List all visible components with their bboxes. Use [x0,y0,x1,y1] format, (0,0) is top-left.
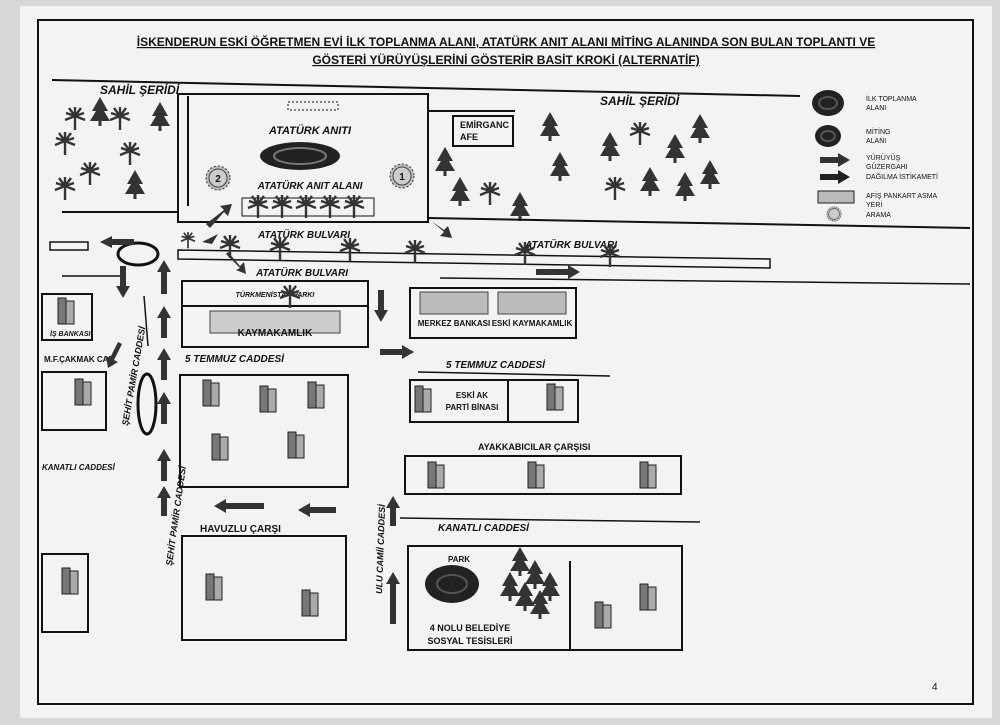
legend-miting-label-2: ALANI [866,138,886,145]
is-bankasi-block [41,293,93,341]
ulu-camii-label: ULU CAMİİ CADDESİ [374,504,387,594]
legend-miting-label-1: MİTİNG [866,127,891,136]
ilk-toplanma-marker [425,565,479,603]
bulvar-median [177,249,771,269]
marker-2-label: 2 [215,174,221,185]
ayakkabicilar-label: AYAKKABICILAR ÇARŞISI [478,442,590,452]
sahil-seridi-left: SAHİL ŞERİDİ [100,82,180,97]
kaymakamlik-block [181,280,369,348]
eski-kaymakamlik-label: ESKİ KAYMAKAMLIK [492,319,573,328]
roundabout-sehit-pamir [136,372,158,436]
marker-1-label: 1 [399,172,405,183]
sahil-seridi-right: SAHİL ŞERİDİ [600,93,680,108]
merkez-bankasi-block [409,287,577,339]
eski-ak-label-1: ESKİ AK [456,391,488,400]
legend-yuruyus-label-1: YÜRÜYÜŞ [866,154,901,162]
ataturk-aniti-label: ATATÜRK ANITI [268,124,352,137]
belediye-label-2: SOSYAL TESİSLERİ [427,636,512,646]
legend-arama-label: ARAMA [866,212,891,219]
kaymakamlik-building [209,310,341,334]
eski-ak-parti-block [409,379,579,423]
merkez-bankasi-building [419,291,489,315]
ataturk-bulvari-label-2: ATATÜRK BULVARI [524,238,617,251]
belediye-label-1: 4 NOLU BELEDİYE [430,623,511,633]
roundabout-top [116,241,160,267]
emirganc-label-1: EMİRGANC [460,120,509,130]
route-arrows [100,204,580,624]
title-line-1: İSKENDERUN ESKİ ÖĞRETMEN EVİ İLK TOPLANM… [137,34,875,49]
legend-dagilma-label: DAĞILMA İSTİKAMETİ [866,172,938,181]
kanatli-cad-right-label: KANATLI CADDESİ [438,521,530,534]
turkmenistan-parki-label: TÜRKMENİSTAN PARKI [236,290,316,299]
kaymakamlik-label: KAYMAKAMLIK [238,328,313,339]
mf-cakmak-label: M.F.ÇAKMAK CAD [44,355,114,364]
tree-cluster-left [53,97,170,202]
legend-toplanma: İLK TOPLANMA ALANI [812,90,917,116]
5-temmuz-label-1: 5 TEMMUZ CADDESİ [185,352,285,365]
legend: İLK TOPLANMA ALANI MİTİNG ALANI YÜRÜYÜŞ … [812,90,938,222]
park-label: PARK [448,555,470,564]
legend-toplanma-label-1: İLK TOPLANMA [866,94,917,103]
legend-yuruyus: YÜRÜYÜŞ GÜZERGAHI [820,153,908,171]
ataturk-anit-alani-label: ATATÜRK ANIT ALANI [257,179,363,192]
miting-area-marker [260,142,340,170]
eski-ak-label-2: PARTİ BİNASI [446,403,499,412]
legend-arama: ARAMA [826,206,891,222]
median-palms [180,231,196,250]
sketch-map: İSKENDERUN ESKİ ÖĞRETMEN EVİ İLK TOPLANM… [37,19,974,705]
park-trees [500,547,560,619]
afis-yeri-anit [287,101,339,111]
legend-yuruyus-label-2: GÜZERGAHI [866,163,908,171]
is-bankasi-label: İŞ BANKASI [50,330,92,338]
merkez-bankasi-label: MERKEZ BANKASI [418,319,490,328]
emirganc-label-2: AFE [460,132,478,142]
center-block [179,374,349,488]
ataturk-bulvari-label-1: ATATÜRK BULVARI [257,228,350,241]
legend-afis: AFİŞ PANKART ASMA YERİ [817,190,938,209]
legend-toplanma-label-2: ALANI [866,105,886,112]
legend-dagilma: DAĞILMA İSTİKAMETİ [820,170,938,184]
havuzlu-carsi-block [181,535,347,641]
coastline [51,79,801,97]
title-line-2: GÖSTERİ YÜRÜYÜŞLERİNİ GÖSTERİR BASİT KRO… [312,52,699,67]
5-temmuz-label-2: 5 TEMMUZ CADDESİ [446,358,546,371]
emirganc-cafe-block [452,115,514,147]
bottom-left-block [41,553,89,633]
legend-afis-label-2: YERİ [866,200,882,209]
map-sheet: İSKENDERUN ESKİ ÖĞRETMEN EVİ İLK TOPLANM… [20,6,992,718]
anit-alani-platform [241,197,375,217]
page-number: 4 [932,682,938,693]
legend-afis-label-1: AFİŞ PANKART ASMA [866,191,938,200]
mf-cakmak-block [41,371,107,431]
page-frame [37,19,974,705]
havuzlu-carsi-label: HAVUZLU ÇARŞI [200,524,281,535]
sehit-pamir-label-2: ŞEHİT PAMİR CADDESİ [164,465,188,566]
eski-kaymakamlik-building [497,291,567,315]
monument-area-block [177,93,429,223]
afis-yeri-left [49,241,89,251]
kanatli-cad-left-label: KANATLI CADDESİ [42,463,116,472]
ataturk-bulvari-label-3: ATATÜRK BULVARI [255,266,348,279]
legend-miting: MİTİNG ALANI [815,125,891,147]
ayakkabicilar-block [404,455,682,495]
belediye-park-block [407,545,683,651]
